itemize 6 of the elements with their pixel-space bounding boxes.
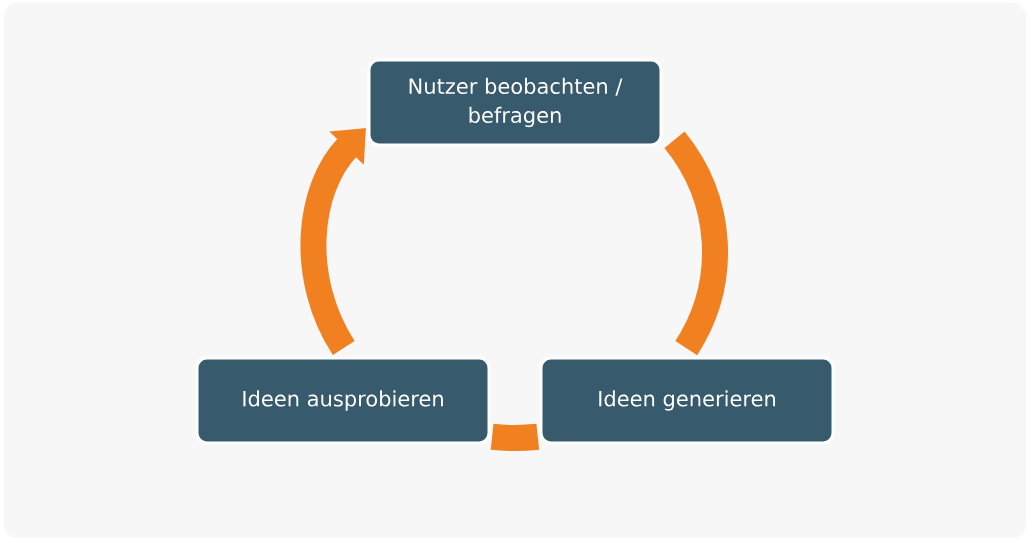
arc-line: [664, 132, 728, 355]
process-box: Nutzer beobachten / befragen: [367, 58, 663, 147]
process-box: Ideen generieren: [539, 356, 835, 445]
process-box: Ideen ausprobieren: [195, 356, 491, 445]
arc-arrow: [300, 128, 366, 355]
arc-line: [490, 423, 540, 451]
